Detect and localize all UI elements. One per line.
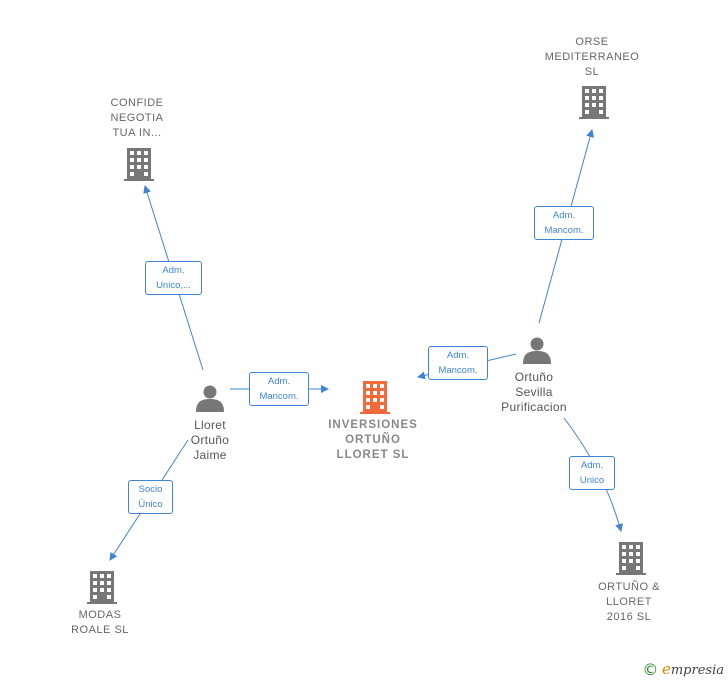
label-modas[interactable]: MODAS ROALE SL (71, 609, 129, 636)
label-ortuno-person[interactable]: Ortuño Sevilla Purificacion (501, 370, 567, 414)
empresia-logo: © empresia (642, 660, 724, 679)
edge-label-lloret-confide[interactable]: Adm. Unico,... (145, 261, 202, 295)
label-ortuno-2016[interactable]: ORTUÑO & LLORET 2016 SL (598, 581, 660, 623)
building-icon-main[interactable] (360, 381, 390, 414)
building-icon-modas[interactable] (87, 571, 117, 604)
label-lloret-person[interactable]: Lloret Ortuño Jaime (190, 418, 230, 462)
edge-label-ortuno-2016[interactable]: Adm. Unico (569, 456, 615, 490)
edge-label-lloret-modas[interactable]: Socio Único (128, 480, 173, 514)
edge-label-ortuno-main[interactable]: Adm. Mancom. (428, 346, 488, 380)
label-orse[interactable]: ORSE MEDITERRANEO SL (544, 36, 640, 78)
person-icon-ortuno[interactable] (523, 337, 551, 365)
edge-label-lloret-main[interactable]: Adm. Mancom. (249, 372, 309, 406)
copyright-icon: © (642, 660, 659, 679)
building-icon-orse[interactable] (579, 86, 609, 119)
label-confide[interactable]: CONFIDE NEGOTIA TUA IN... (110, 97, 164, 139)
building-icon-ortuno-2016[interactable] (616, 542, 646, 575)
label-main-company[interactable]: INVERSIONES ORTUÑO LLORET SL (328, 419, 418, 461)
edge-label-ortuno-orse[interactable]: Adm. Mancom. (534, 206, 594, 240)
person-icon-lloret[interactable] (196, 385, 224, 413)
building-icon-confide[interactable] (124, 148, 154, 181)
